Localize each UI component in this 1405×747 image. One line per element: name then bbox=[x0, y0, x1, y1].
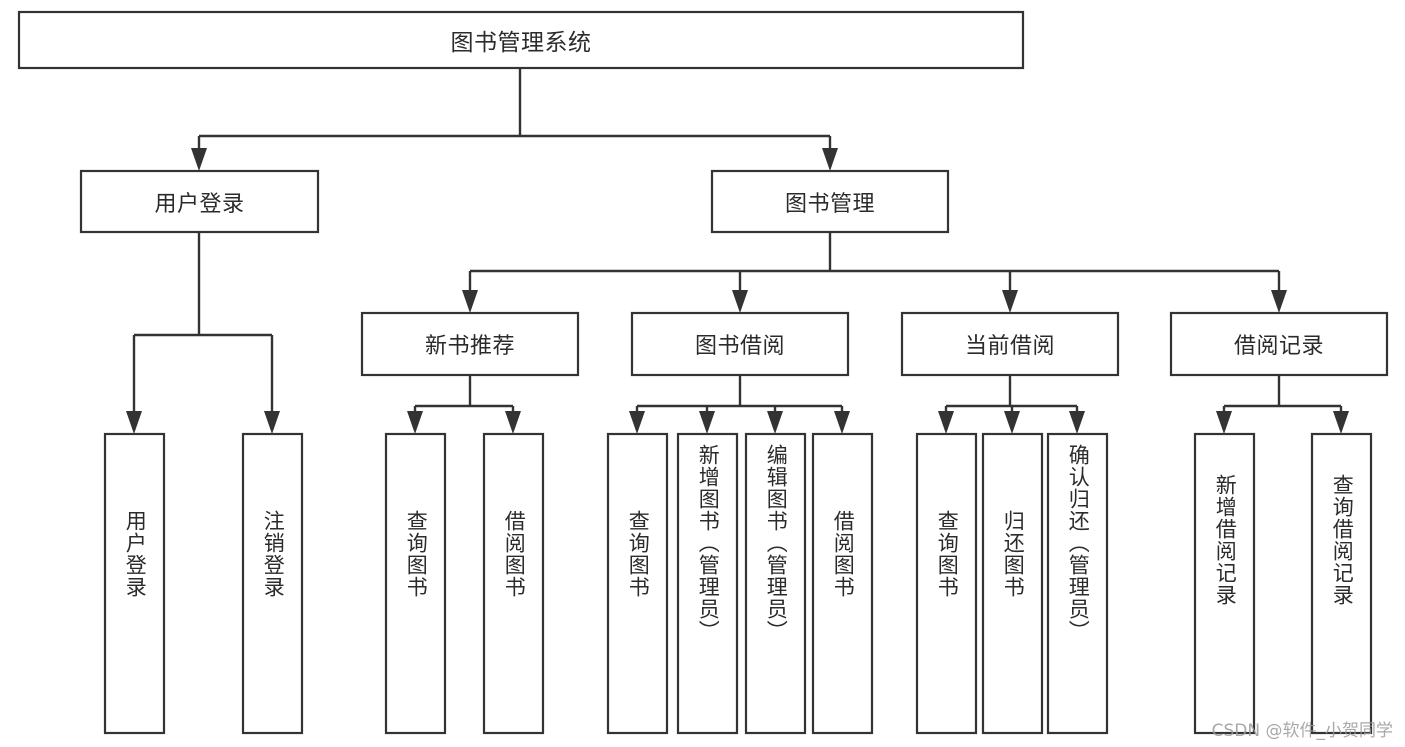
arrow-to-leaf-confirm-return bbox=[1069, 411, 1085, 434]
node-box-book-borrow[interactable] bbox=[630, 311, 850, 377]
node-box-leaf-query-book-1[interactable] bbox=[384, 432, 447, 735]
node-box-root[interactable] bbox=[17, 10, 1025, 70]
node-box-leaf-edit-book[interactable] bbox=[744, 432, 807, 735]
node-box-leaf-user-login[interactable] bbox=[103, 432, 166, 735]
node-box-leaf-query-record[interactable] bbox=[1310, 432, 1373, 735]
node-box-leaf-logout[interactable] bbox=[241, 432, 304, 735]
arrow-to-leaf-add-record bbox=[1216, 411, 1232, 434]
node-box-leaf-borrow-book-2[interactable] bbox=[811, 432, 874, 735]
arrow-to-leaf-add-book bbox=[699, 411, 715, 434]
arrow-to-book-manage bbox=[822, 148, 838, 171]
node-box-borrow-record[interactable] bbox=[1169, 311, 1389, 377]
arrow-to-leaf-query-book-3 bbox=[938, 411, 954, 434]
arrow-to-borrow-record bbox=[1271, 290, 1287, 313]
arrow-to-current-borrow bbox=[1002, 290, 1018, 313]
node-box-leaf-add-record[interactable] bbox=[1193, 432, 1256, 735]
arrow-to-leaf-query-record bbox=[1333, 411, 1349, 434]
arrow-to-user-login bbox=[191, 148, 207, 171]
node-box-leaf-query-book-2[interactable] bbox=[606, 432, 669, 735]
arrow-to-leaf-borrow-book-2 bbox=[834, 411, 850, 434]
connectors bbox=[126, 68, 1349, 434]
node-box-new-book-rec[interactable] bbox=[360, 311, 580, 377]
arrow-to-leaf-user-login bbox=[126, 411, 142, 434]
node-box-leaf-confirm-return[interactable] bbox=[1046, 432, 1109, 735]
node-box-leaf-return-book[interactable] bbox=[981, 432, 1044, 735]
arrow-to-book-borrow bbox=[732, 290, 748, 313]
arrow-to-leaf-borrow-book-1 bbox=[505, 411, 521, 434]
node-box-book-manage[interactable] bbox=[710, 169, 950, 234]
node-box-leaf-borrow-book-1[interactable] bbox=[482, 432, 545, 735]
node-box-leaf-query-book-3[interactable] bbox=[915, 432, 978, 735]
arrow-to-leaf-edit-book bbox=[767, 411, 783, 434]
arrow-to-leaf-query-book-2 bbox=[629, 411, 645, 434]
node-box-user-login[interactable] bbox=[79, 169, 320, 234]
arrow-to-leaf-query-book-1 bbox=[407, 411, 423, 434]
node-box-leaf-add-book[interactable] bbox=[676, 432, 739, 735]
node-boxes bbox=[17, 10, 1389, 735]
arrow-to-leaf-return-book bbox=[1004, 411, 1020, 434]
arrow-to-new-book-rec bbox=[462, 290, 478, 313]
node-box-current-borrow[interactable] bbox=[900, 311, 1120, 377]
arrow-to-leaf-logout bbox=[264, 411, 280, 434]
